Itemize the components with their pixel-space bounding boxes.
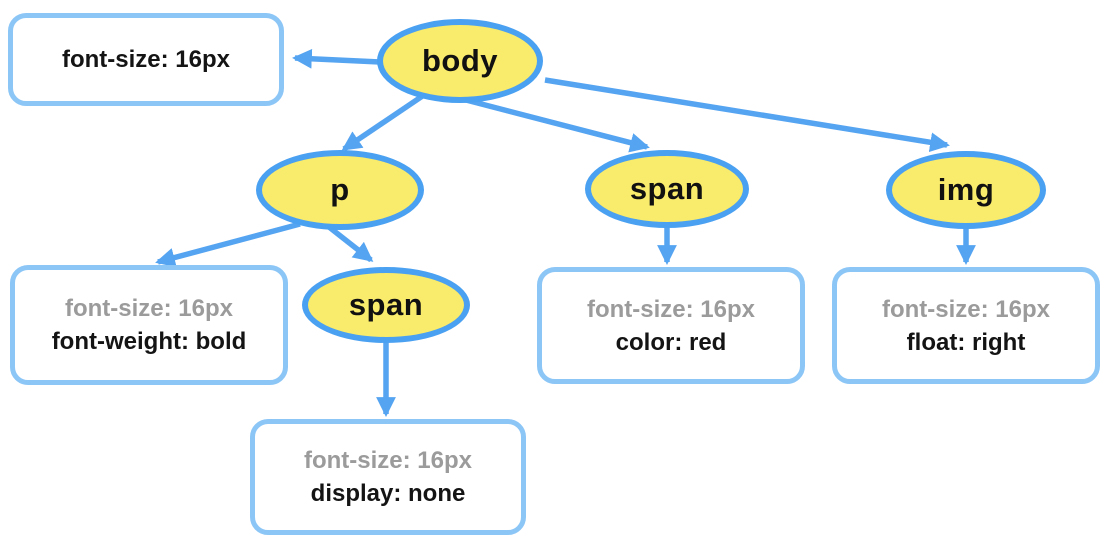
style-box-span-under-body: font-size: 16px color: red — [537, 267, 805, 384]
style-rule: float: right — [906, 328, 1026, 356]
style-rule: display: none — [310, 480, 466, 507]
node-span-under-p: span — [302, 267, 470, 343]
style-rule: font-size: 16px — [61, 46, 231, 73]
edge-p-to-p-styles — [155, 221, 301, 268]
style-rule: color: red — [615, 328, 727, 356]
edge-body-to-img — [544, 77, 950, 153]
node-p: p — [256, 150, 424, 230]
edge-body-to-p — [341, 92, 426, 152]
node-label: span — [629, 171, 705, 206]
style-box-body: font-size: 16px — [8, 13, 284, 106]
node-span-under-body: span — [585, 150, 749, 228]
edge-body-to-span — [465, 97, 650, 153]
style-rule-inherited: font-size: 16px — [303, 447, 473, 474]
node-label: img — [937, 172, 995, 207]
edge-body-to-body-styles — [292, 48, 381, 69]
node-body: body — [377, 19, 543, 103]
node-img: img — [886, 151, 1046, 229]
style-box-span-under-p: font-size: 16px display: none — [250, 419, 526, 535]
node-label: p — [330, 172, 350, 207]
style-rule: font-weight: bold — [51, 328, 247, 355]
node-label: span — [348, 287, 424, 322]
style-rule-inherited: font-size: 16px — [64, 295, 234, 322]
node-label: body — [421, 43, 499, 78]
style-box-img: font-size: 16px float: right — [832, 267, 1100, 384]
edge-p-to-span — [327, 224, 374, 263]
style-rule-inherited: font-size: 16px — [881, 295, 1051, 323]
style-rule-inherited: font-size: 16px — [586, 295, 756, 323]
style-box-p: font-size: 16px font-weight: bold — [10, 265, 288, 385]
